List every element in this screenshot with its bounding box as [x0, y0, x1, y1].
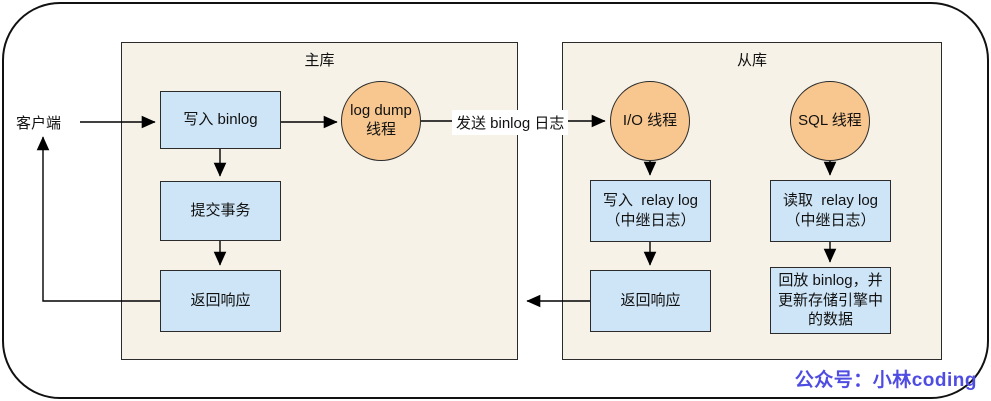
sql-thread-label: SQL 线程 [798, 111, 862, 129]
read-relay-log-line1: 读取 relay log [782, 191, 879, 209]
replay-binlog-line1: 回放 binlog，并 [778, 272, 883, 290]
replay-binlog-line3: 的数据 [807, 311, 853, 329]
slave-return-response-label: 返回响应 [620, 291, 681, 309]
master-group-title: 主库 [304, 52, 335, 69]
write-binlog-label: 写入 binlog [183, 110, 258, 128]
watermark-text: 公众号：小林coding [794, 370, 977, 391]
write-binlog-box: 写入 binlog [160, 91, 281, 149]
commit-transaction-label: 提交事务 [190, 201, 251, 219]
send-binlog-edge-label: 发送 binlog 日志 [452, 110, 569, 135]
commit-transaction-box: 提交事务 [160, 181, 281, 241]
slave-group-title: 从库 [736, 52, 767, 69]
read-relay-log-box: 读取 relay log （中继日志） [770, 180, 891, 242]
log-dump-thread-line2: 线程 [365, 121, 396, 138]
write-relay-log-line2: （中继日志） [605, 212, 696, 229]
master-return-response-box: 返回响应 [160, 270, 281, 332]
arrow-return-response-to-client [36, 136, 160, 302]
io-thread-label: I/O 线程 [622, 111, 678, 129]
replay-binlog-box: 回放 binlog，并 更新存储引擎中 的数据 [770, 267, 891, 334]
log-dump-thread-circle: log dump 线程 [341, 81, 421, 161]
sql-thread-circle: SQL 线程 [790, 81, 870, 161]
replay-binlog-line2: 更新存储引擎中 [777, 291, 883, 309]
write-relay-log-line1: 写入 relay log [602, 191, 699, 209]
read-relay-log-line2: （中继日志） [785, 212, 876, 229]
log-dump-thread-line1: log dump [350, 102, 412, 120]
io-thread-circle: I/O 线程 [610, 81, 690, 161]
slave-return-response-box: 返回响应 [590, 270, 711, 332]
master-return-response-label: 返回响应 [190, 291, 251, 309]
write-relay-log-box: 写入 relay log （中继日志） [590, 180, 711, 242]
client-label: 客户端 [16, 115, 62, 132]
